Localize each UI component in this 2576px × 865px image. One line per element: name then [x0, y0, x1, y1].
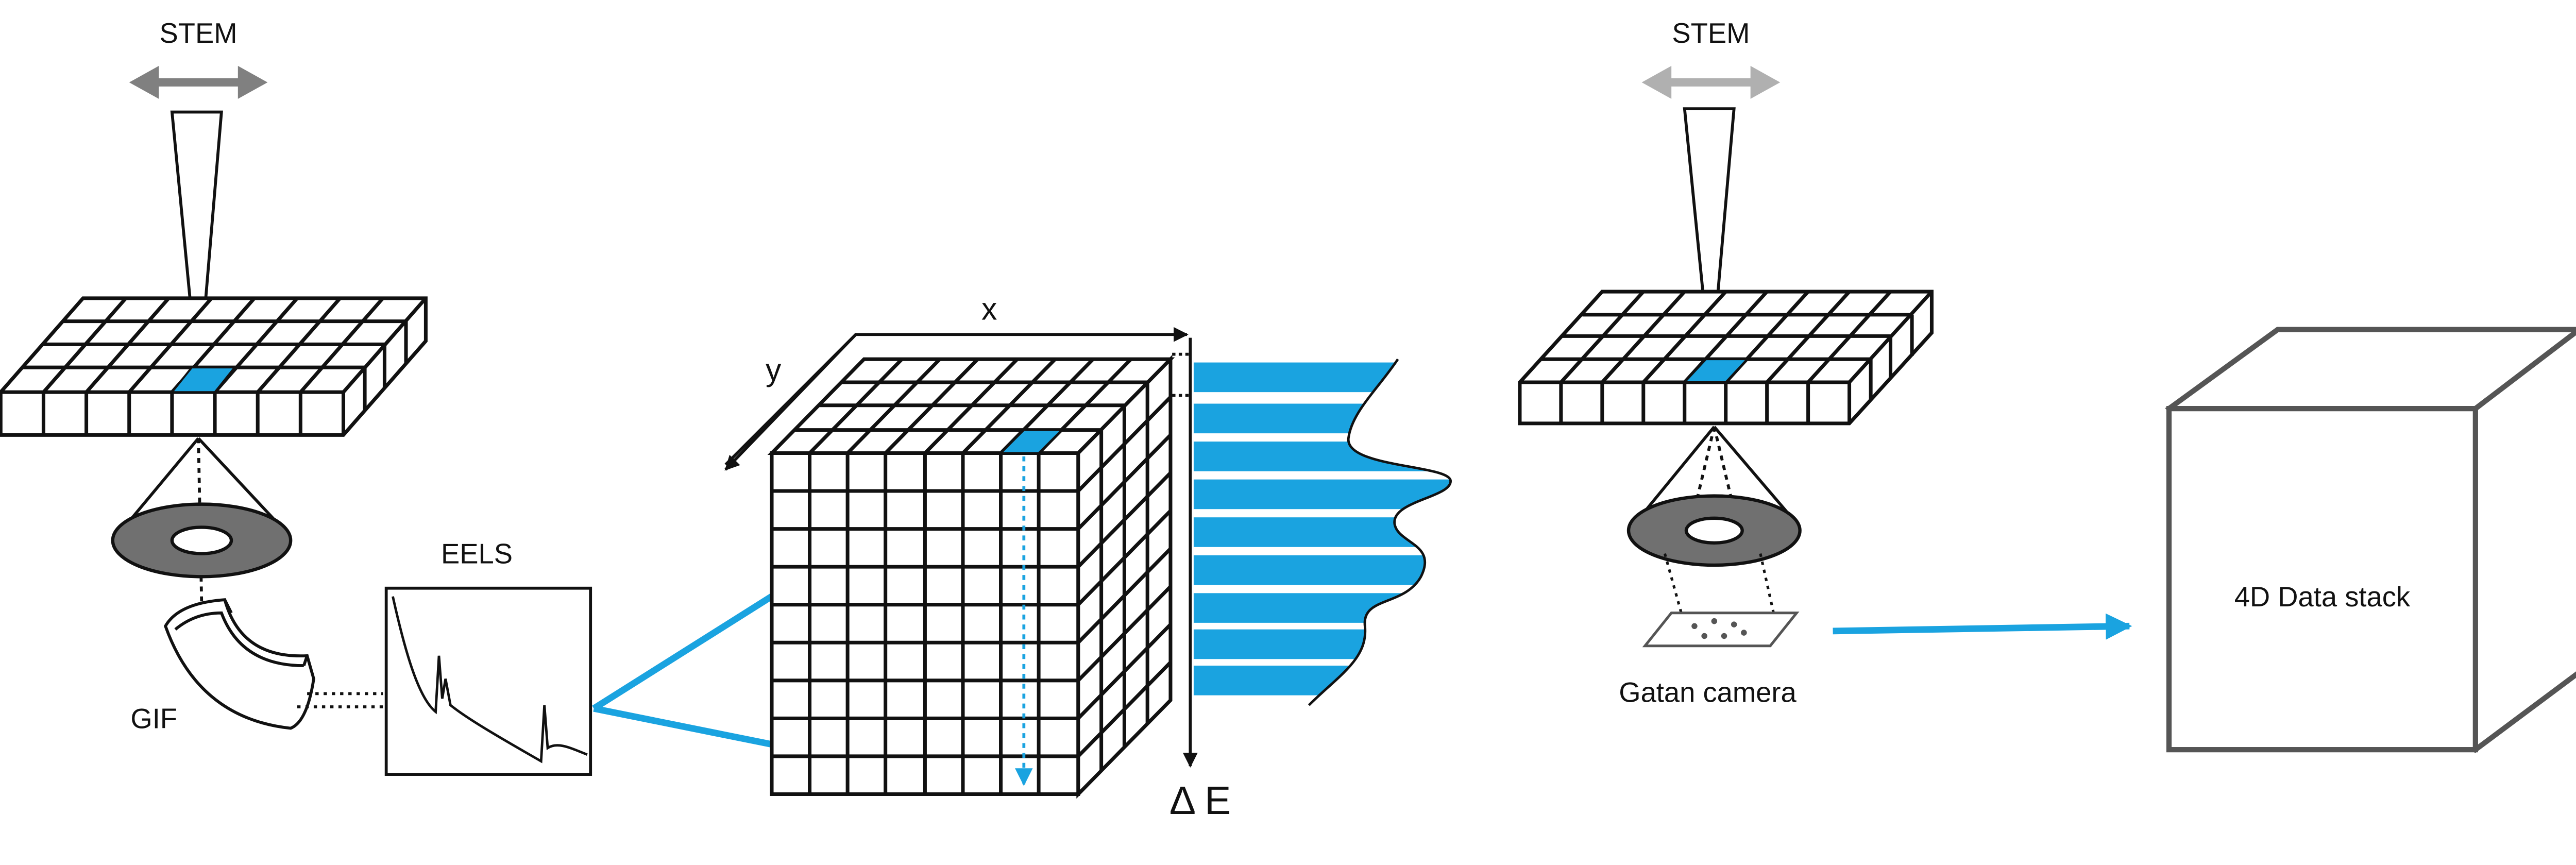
detector-ring-icon: [1626, 494, 1802, 567]
gif-to-eels-dots: [297, 692, 383, 708]
axis-y-label: y: [766, 352, 782, 387]
stem-probe-icon: [1683, 107, 1736, 373]
data-stack-label: 4D Data stack: [2234, 581, 2411, 613]
highlighted-pixel-left: [170, 366, 237, 394]
spectrometer-icon: [163, 598, 315, 730]
double-arrow-icon: [129, 65, 268, 99]
axis-x-label: x: [981, 291, 997, 326]
camera-to-stack-arrow: [1833, 613, 2132, 640]
sample-grid-right: [1518, 290, 1934, 426]
energy-profile-curve: [1308, 358, 1452, 706]
eels-label: EELS: [441, 538, 513, 570]
stem-probe-icon: [170, 110, 223, 386]
gif-label: GIF: [130, 703, 177, 735]
cube-axes: [724, 327, 1198, 768]
camera-plate-icon: [1642, 612, 1800, 648]
camera-beam-dots: [1663, 553, 1775, 614]
stem-label-left: STEM: [160, 18, 238, 49]
highlighted-pixel-cube: [998, 429, 1064, 454]
detector-ring-icon: [111, 502, 293, 579]
gatan-camera-label: Gatan camera: [1619, 676, 1797, 708]
eels-spectrum-curve: [392, 596, 588, 764]
energy-slice-stripes: [1193, 358, 1452, 706]
double-arrow-icon: [1641, 65, 1781, 99]
data-stack-box: [2165, 327, 2576, 754]
highlighted-pixel-right: [1682, 358, 1750, 383]
stem-label-right: STEM: [1672, 18, 1750, 49]
delta-e-label: Δ E: [1170, 779, 1231, 823]
data-cube: [767, 354, 1175, 799]
eels-spectrum-box: [384, 586, 592, 776]
